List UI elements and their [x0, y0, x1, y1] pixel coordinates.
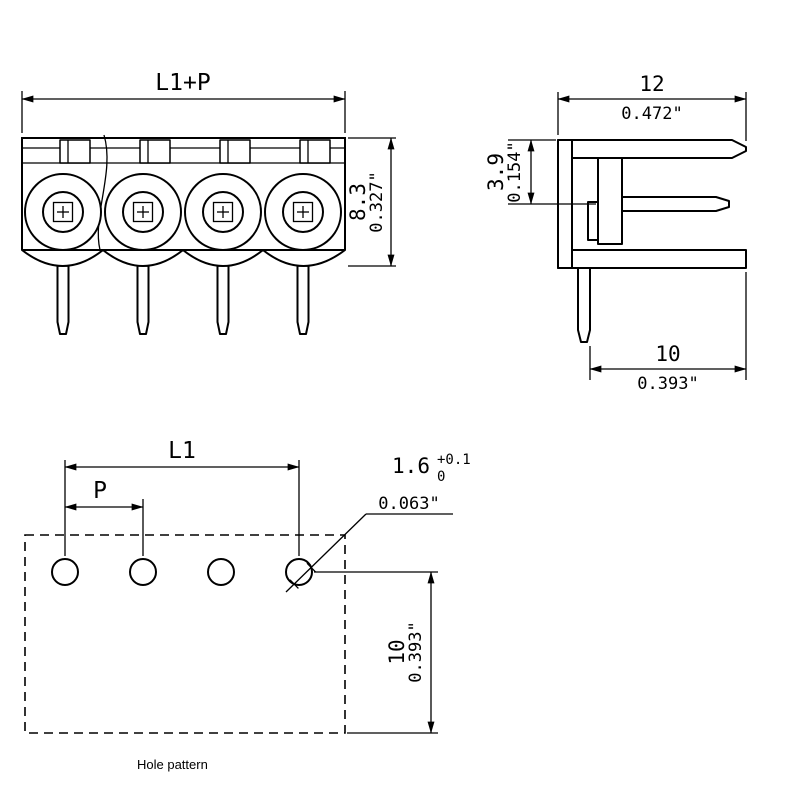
- front-contact-1: [24, 173, 102, 251]
- dim-pin-in: 0.154": [505, 141, 525, 202]
- dim-row-in: 0.393": [406, 621, 426, 682]
- dim-depth-mm: 10: [655, 342, 680, 366]
- side-middle-pin: [621, 196, 730, 212]
- dim-row-mm: 10: [385, 639, 409, 664]
- front-body-scallop: [21, 249, 346, 267]
- dim-width-in: 0.472": [621, 104, 682, 124]
- hole-4: [285, 558, 313, 586]
- dim-hl1-label: L1: [168, 438, 196, 464]
- dim-hole-tick-1: [306, 562, 316, 573]
- hole-2: [129, 558, 157, 586]
- side-dimensions: 12 0.472" 3.9 0.154" 10 0.393": [484, 72, 747, 394]
- front-contact-4: [264, 173, 342, 251]
- side-bottom-arm: [557, 249, 747, 269]
- side-contact-step: [587, 201, 599, 241]
- hole-pattern-caption: Hole pattern: [137, 757, 208, 772]
- dim-hole-tick-2: [289, 579, 299, 589]
- dim-hole-tol-zero: 0: [437, 469, 445, 485]
- dim-hp-label: P: [93, 478, 107, 504]
- dim-height-in: 0.327": [367, 171, 387, 232]
- front-view: [21, 134, 346, 335]
- dim-l1p-label: L1+P: [155, 70, 210, 96]
- dim-pin-mm: 3.9: [484, 153, 508, 191]
- side-bottom-pin: [577, 267, 591, 343]
- front-dimensions: L1+P 8.3 0.327": [21, 70, 396, 267]
- front-rail-tabs: [59, 139, 331, 164]
- side-center-block: [597, 157, 623, 245]
- dim-hole-leader: [285, 513, 367, 593]
- dim-height-mm: 8.3: [346, 183, 370, 221]
- front-break-line: [97, 134, 108, 251]
- dim-hole-dia-mm: 1.6: [392, 454, 430, 478]
- front-contact-3: [184, 173, 262, 251]
- hole-pattern-view: [24, 534, 346, 734]
- side-view: [557, 139, 747, 343]
- dim-hole-tol-plus: +0.1: [437, 452, 471, 468]
- front-contact-2: [104, 173, 182, 251]
- hole-1: [51, 558, 79, 586]
- dim-width-mm: 12: [639, 72, 664, 96]
- hole-pattern-dimensions: L1 P 1.6 +0.1 0 0.063" 10 0.393": [64, 438, 471, 734]
- dim-hole-dia-in: 0.063": [378, 494, 439, 514]
- dim-depth-in: 0.393": [637, 374, 698, 394]
- side-top-arm: [557, 139, 747, 159]
- pcb-outline: [24, 534, 346, 734]
- hole-3: [207, 558, 235, 586]
- front-body-outline: [21, 137, 346, 250]
